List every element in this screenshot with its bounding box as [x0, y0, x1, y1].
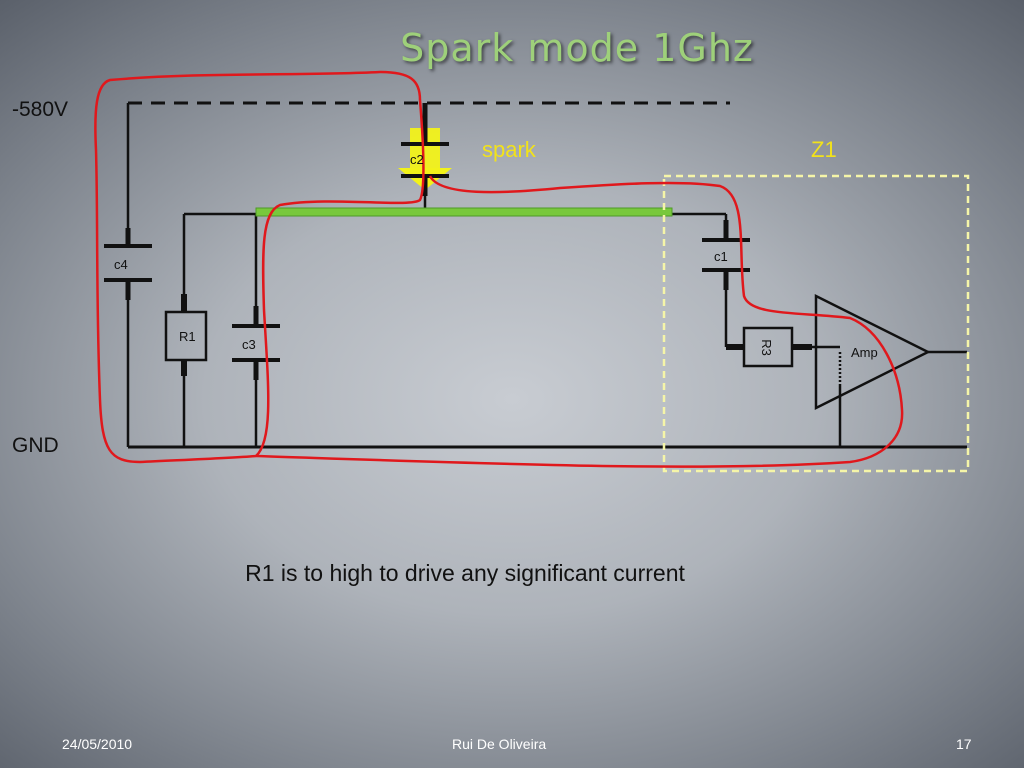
resistor-r3: [726, 326, 840, 368]
hv-rail-label: -580V: [12, 98, 69, 121]
slide-title: Spark mode 1Ghz: [400, 26, 754, 70]
gnd-rail-label: GND: [12, 434, 59, 457]
c4-label: c4: [114, 257, 128, 272]
spark-label: spark: [482, 137, 536, 162]
current-loop-left: [94, 70, 422, 464]
resistor-r1: [164, 214, 208, 447]
capacitor-c3: [232, 214, 280, 447]
footer-author: Rui De Oliveira: [452, 736, 547, 752]
current-loop-main: [255, 99, 904, 468]
footer-page-number: 17: [956, 736, 972, 752]
r1-label: R1: [179, 329, 196, 344]
r3-label: R3: [758, 339, 774, 356]
zone-z1-label: Z1: [811, 137, 837, 162]
green-trace: [255, 207, 673, 217]
amplifier: [814, 293, 967, 447]
capacitor-c4: [104, 103, 152, 447]
footer-date: 24/05/2010: [62, 736, 133, 752]
c1-label: c1: [714, 249, 728, 264]
zone-z1-border: [662, 174, 970, 473]
amp-label: Amp: [851, 345, 878, 360]
capacitor-c2: [401, 103, 449, 214]
slide-note: R1 is to high to drive any significant c…: [245, 560, 685, 586]
c2-label: c2: [410, 152, 424, 167]
c3-label: c3: [242, 337, 256, 352]
